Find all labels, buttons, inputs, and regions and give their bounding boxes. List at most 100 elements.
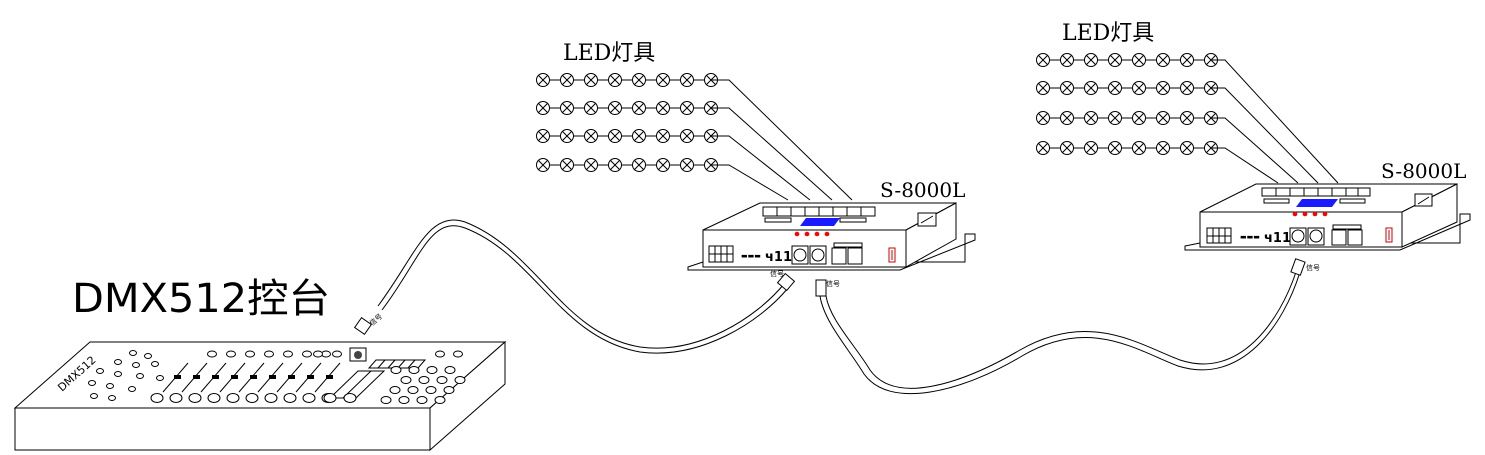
controller-2-fuse <box>1385 227 1393 243</box>
lamp-icon <box>1060 53 1074 67</box>
controller-1-display <box>800 218 840 226</box>
console-knob <box>426 366 438 374</box>
lamp-icon <box>1036 111 1050 125</box>
console-knob <box>129 350 137 356</box>
controller-1-front-panel: ▬▬▬ ч11 <box>708 242 896 265</box>
lamp-icon <box>1156 141 1170 155</box>
console-knob <box>156 375 164 381</box>
console-knob <box>226 393 240 403</box>
lamp-icon <box>1108 141 1122 155</box>
console-knob <box>418 376 430 384</box>
lamp-icon <box>584 101 598 115</box>
lamp-wires-2 <box>1212 59 1339 184</box>
console-fader-handle <box>193 375 200 379</box>
console-fader-handle <box>174 375 181 379</box>
console-fader-handle <box>307 375 314 379</box>
lamp-icon <box>1084 141 1098 155</box>
console-knob <box>313 350 323 358</box>
lamp-icon <box>560 101 574 115</box>
lamp-icon <box>680 129 694 143</box>
controller-2-output-terminals <box>1261 187 1371 204</box>
console-knob <box>88 380 96 386</box>
console-knob <box>114 359 122 365</box>
console-knob <box>302 350 312 358</box>
lamp-icon <box>1132 53 1146 67</box>
lamp-group-2 <box>1036 53 1218 155</box>
console-knob <box>283 350 293 358</box>
console-knob <box>245 393 259 403</box>
lamp-icon <box>1156 111 1170 125</box>
console-knob <box>283 393 297 403</box>
console-fader-handle <box>326 375 333 379</box>
console-knob <box>188 393 202 403</box>
lamp-icon <box>1204 141 1218 155</box>
svg-text:▬▬▬: ▬▬▬ <box>1240 233 1260 241</box>
lamp-icon <box>656 101 670 115</box>
svg-text:▬▬▬: ▬▬▬ <box>741 252 761 260</box>
controller-1-output-terminals <box>762 206 876 223</box>
console-knob <box>398 396 410 404</box>
console-knob <box>226 350 236 358</box>
lamp-icon <box>1084 81 1098 95</box>
console-knob <box>302 393 316 403</box>
dmx-cable-console-to-controller-1 <box>377 219 796 354</box>
console-knob <box>264 393 278 403</box>
lamp-icon <box>632 158 646 172</box>
lamp-icon <box>1180 81 1194 95</box>
console-knob <box>425 386 437 394</box>
lamp-icon <box>1156 53 1170 67</box>
lamp-group-2-label: LED灯具 <box>1062 21 1154 46</box>
lamp-icon <box>680 101 694 115</box>
lamp-icon <box>536 101 550 115</box>
lamp-icon <box>680 158 694 172</box>
console-knob <box>332 350 342 358</box>
lamp-group-1-label: LED灯具 <box>563 41 655 66</box>
lamp-icon <box>1108 81 1122 95</box>
lamp-icon <box>1108 53 1122 67</box>
lamp-icon <box>1060 111 1074 125</box>
controller-2-xlr-in <box>1289 227 1307 246</box>
lamp-icon <box>608 73 622 87</box>
lamp-icon <box>584 129 598 143</box>
controller-1-leds <box>794 231 830 237</box>
lamp-icon <box>632 101 646 115</box>
console-knob <box>408 366 420 374</box>
lamp-icon <box>1084 111 1098 125</box>
lamp-icon <box>1060 81 1074 95</box>
console-knob <box>389 386 401 394</box>
lamp-icon <box>536 129 550 143</box>
lamp-icon <box>632 73 646 87</box>
console-knob <box>90 393 98 399</box>
console-knob <box>434 396 446 404</box>
console-knob <box>416 396 428 404</box>
lamp-icon <box>536 158 550 172</box>
console-knob <box>151 361 159 367</box>
controller-1-xlr-in <box>791 245 809 265</box>
console-knob <box>169 393 183 403</box>
lamp-icon <box>608 101 622 115</box>
lamp-icon <box>1108 111 1122 125</box>
controller-1-fuse <box>888 247 896 263</box>
lamp-icon <box>1036 53 1050 67</box>
console-knob <box>444 366 456 374</box>
controller-2-leds <box>1292 211 1328 217</box>
console-knob <box>150 393 164 403</box>
console-knob <box>128 386 136 392</box>
console-knob <box>323 393 337 403</box>
lamp-icon <box>1132 111 1146 125</box>
controller-2-port-label: 信号 <box>1306 263 1320 272</box>
controller-1-port-label: 信号 <box>770 269 784 278</box>
console-knob <box>453 350 463 358</box>
lamp-icon <box>536 73 550 87</box>
dmx512-console: DMX512控台 信号 DMX512 <box>13 276 507 452</box>
console-knob <box>343 393 357 403</box>
console-title: DMX512控台 <box>72 276 330 322</box>
lamp-icon <box>1156 81 1170 95</box>
lamp-icon <box>1060 141 1074 155</box>
controller-2-display <box>1296 199 1338 207</box>
lamp-icon <box>1180 111 1194 125</box>
console-fader-handle <box>231 375 238 379</box>
console-knob <box>144 353 152 359</box>
lamp-icon <box>656 129 670 143</box>
console-knob <box>380 396 392 404</box>
